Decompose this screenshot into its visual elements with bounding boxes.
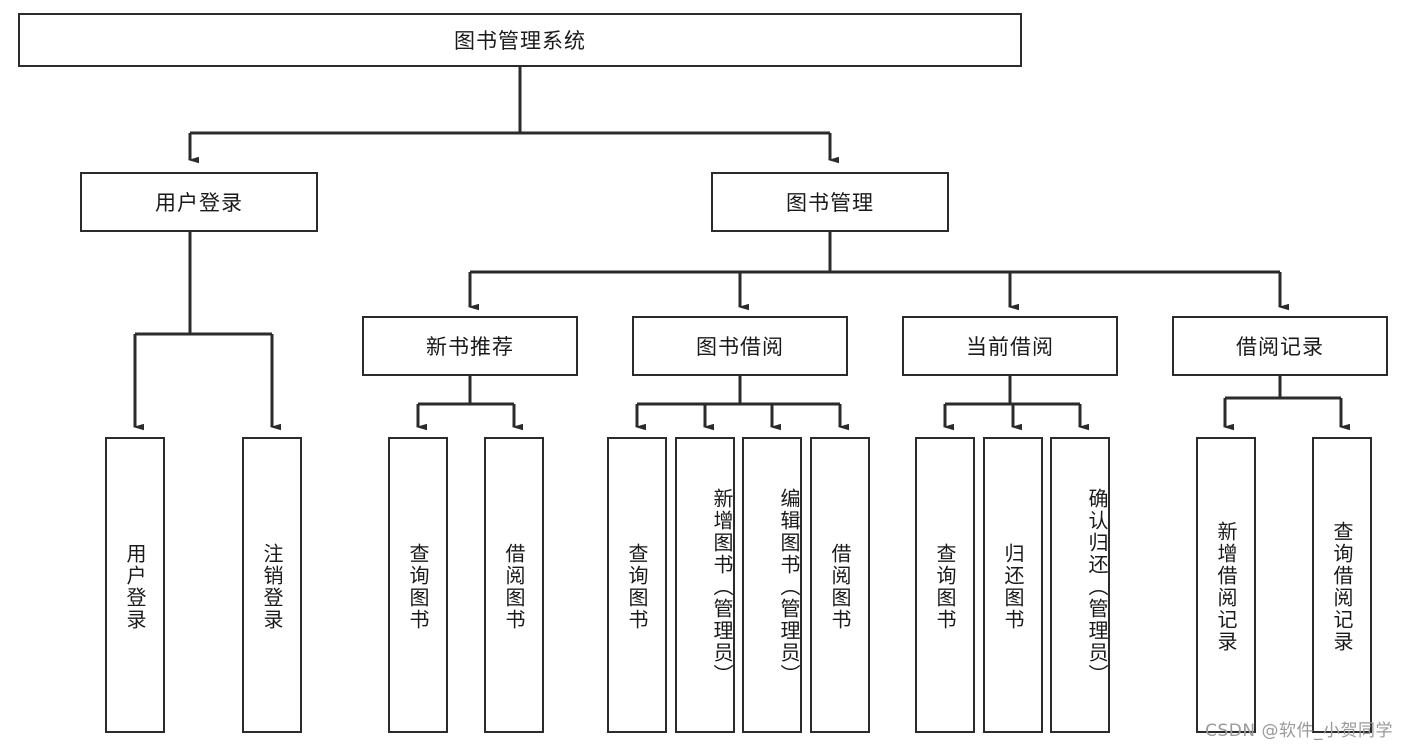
node-current-borrow[interactable]: 当前借阅 (902, 316, 1118, 376)
node-current-borrow-label: 当前借阅 (966, 335, 1054, 359)
node-leaf-query-borrow-record[interactable]: 查询借阅记录 (1312, 437, 1372, 733)
node-leaf-add-book-admin-label: 新增图书（管理员） (710, 488, 734, 686)
node-book-borrow-label: 图书借阅 (696, 335, 784, 359)
node-leaf-confirm-return-admin[interactable]: 确认归还（管理员） (1050, 437, 1110, 733)
node-leaf-query-books-borrow[interactable]: 查询图书 (607, 437, 667, 733)
node-leaf-return-books[interactable]: 归还图书 (983, 437, 1043, 733)
node-root-label: 图书管理系统 (454, 29, 586, 53)
node-leaf-edit-book-admin[interactable]: 编辑图书（管理员） (742, 437, 802, 733)
node-leaf-logout[interactable]: 注销登录 (242, 437, 302, 733)
node-leaf-query-books-current[interactable]: 查询图书 (915, 437, 975, 733)
node-leaf-query-books-new[interactable]: 查询图书 (388, 437, 448, 733)
node-leaf-borrow-books-new-label: 借阅图书 (502, 543, 526, 631)
node-leaf-query-borrow-record-label: 查询借阅记录 (1330, 521, 1354, 653)
node-root[interactable]: 图书管理系统 (18, 13, 1022, 67)
node-new-book-recommend[interactable]: 新书推荐 (362, 316, 578, 376)
node-leaf-user-login-label: 用户登录 (123, 543, 147, 631)
node-leaf-add-book-admin[interactable]: 新增图书（管理员） (675, 437, 735, 733)
node-leaf-borrow-books[interactable]: 借阅图书 (810, 437, 870, 733)
node-leaf-logout-label: 注销登录 (260, 543, 284, 631)
node-leaf-return-books-label: 归还图书 (1001, 543, 1025, 631)
node-leaf-query-books-current-label: 查询图书 (933, 543, 957, 631)
node-borrow-records-label: 借阅记录 (1236, 335, 1324, 359)
node-leaf-borrow-books-new[interactable]: 借阅图书 (484, 437, 544, 733)
node-leaf-query-books-new-label: 查询图书 (406, 543, 430, 631)
node-user-login[interactable]: 用户登录 (80, 172, 318, 232)
node-leaf-confirm-return-admin-label: 确认归还（管理员） (1085, 488, 1109, 686)
node-user-login-label: 用户登录 (155, 191, 243, 215)
node-book-borrow[interactable]: 图书借阅 (632, 316, 848, 376)
node-leaf-add-borrow-record[interactable]: 新增借阅记录 (1196, 437, 1256, 733)
node-new-book-recommend-label: 新书推荐 (426, 335, 514, 359)
node-book-management-label: 图书管理 (786, 191, 874, 215)
node-book-management[interactable]: 图书管理 (711, 172, 949, 232)
node-borrow-records[interactable]: 借阅记录 (1172, 316, 1388, 376)
node-leaf-add-borrow-record-label: 新增借阅记录 (1214, 521, 1238, 653)
node-leaf-edit-book-admin-label: 编辑图书（管理员） (777, 488, 801, 686)
node-leaf-query-books-borrow-label: 查询图书 (625, 543, 649, 631)
node-leaf-borrow-books-label: 借阅图书 (828, 543, 852, 631)
node-leaf-user-login[interactable]: 用户登录 (105, 437, 165, 733)
